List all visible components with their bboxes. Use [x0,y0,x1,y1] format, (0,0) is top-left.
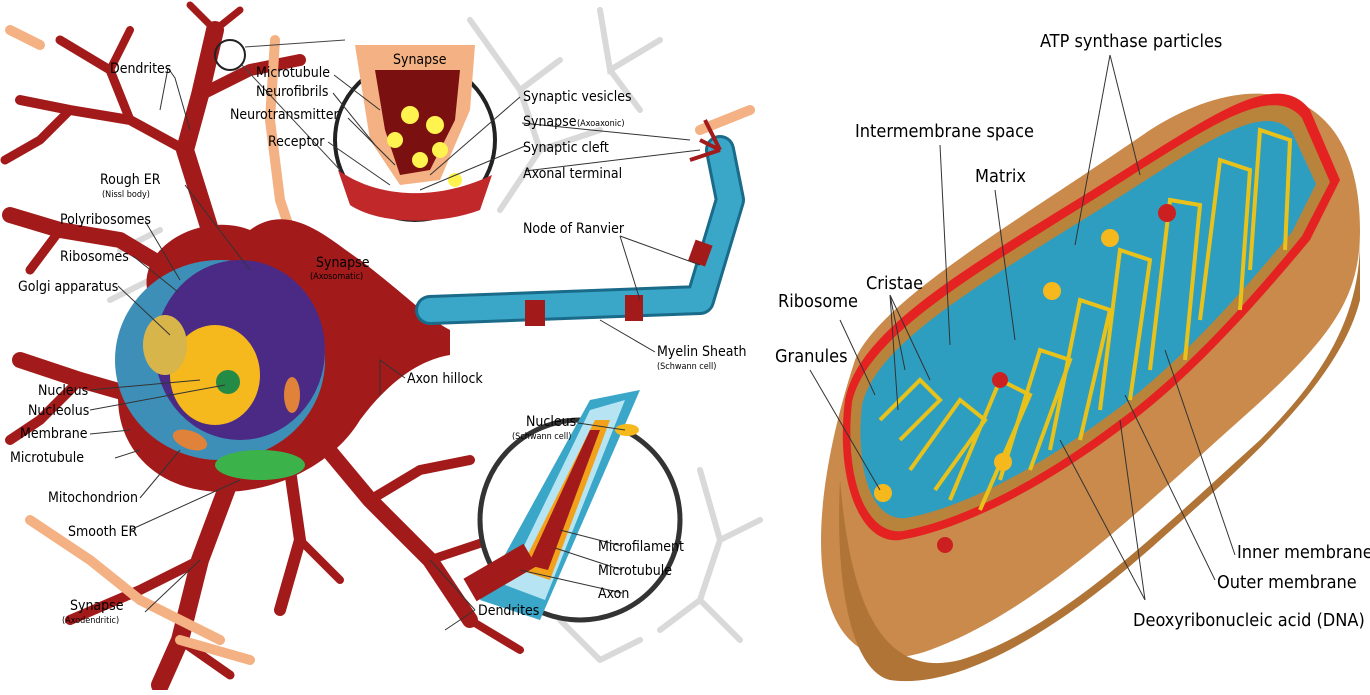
label-intermembrane-space: Intermembrane space [855,121,1034,142]
label-axon-hillock: Axon hillock [407,371,483,387]
label-rough-er: Rough ER [100,172,161,188]
label-granules: Granules [775,346,848,367]
neuron-diagram: Dendrites Rough ER (Nissl body) Polyribo… [5,5,760,685]
label-receptor: Receptor [268,134,325,150]
label-node-of-ranvier: Node of Ranvier [523,221,625,237]
label-mitochondrion: Mitochondrion [48,490,138,506]
label-synapse-axodendritic: Synapse [70,598,124,614]
nucleolus-shape [216,370,240,394]
label-cristae: Cristae [866,273,923,294]
smooth-er-shape [215,450,305,480]
label-outer-membrane: Outer membrane [1217,572,1357,593]
label-myelin-sheath: Myelin Sheath [657,344,746,360]
label-synapse-axoaxonic: Synapse [523,114,577,130]
golgi-shape [143,315,187,375]
label-golgi-apparatus: Golgi apparatus [18,279,118,295]
label-smooth-er: Smooth ER [68,524,138,540]
label-synapse-axodendritic-sub: (Axodendritic) [62,616,119,626]
label-nucleus-schwann: Nucleus [526,414,576,430]
label-ribosome: Ribosome [778,291,858,312]
label-polyribosomes: Polyribosomes [60,212,151,228]
label-microtubule-top: Microtubule [256,65,330,81]
label-myelin-sheath-sub: (Schwann cell) [657,362,716,372]
label-ribosomes: Ribosomes [60,249,129,265]
label-synapse-axosomatic: Synapse [316,255,370,271]
label-nucleus-schwann-sub: (Schwann cell) [512,432,571,442]
label-dendrites-bottom: Dendrites [478,603,539,619]
label-synaptic-cleft: Synaptic cleft [523,140,609,156]
mitochondrion-diagram: ATP synthase particles Intermembrane spa… [775,31,1370,681]
label-neurotransmitter: Neurotransmitter [230,107,339,123]
label-membrane: Membrane [20,426,88,442]
label-microtubule: Microtubule [10,450,84,466]
label-rough-er-sub: (Nissl body) [102,190,150,200]
label-synaptic-vesicles: Synaptic vesicles [523,89,632,105]
label-synapse-axosomatic-sub: (Axosomatic) [310,272,363,282]
label-synapse-zoom: Synapse [393,52,447,68]
label-axon: Axon [598,586,629,602]
label-dendrites-top: Dendrites [110,61,171,77]
label-matrix: Matrix [975,166,1026,187]
label-inner-membrane: Inner membrane [1237,542,1370,563]
label-atp-synthase: ATP synthase particles [1040,31,1222,52]
label-neurofibrils: Neurofibrils [256,84,328,100]
label-microtubule-axon: Microtubule [598,563,672,579]
label-axonal-terminal: Axonal terminal [523,166,622,182]
mitochondrion-small-2 [284,377,300,413]
label-microfilament: Microfilament [598,539,684,555]
label-synapse-axoaxonic-sub: (Axoaxonic) [577,119,625,129]
label-nucleus: Nucleus [38,383,88,399]
label-dna: Deoxyribonucleic acid (DNA) [1133,610,1365,631]
label-nucleolus: Nucleolus [28,403,89,419]
